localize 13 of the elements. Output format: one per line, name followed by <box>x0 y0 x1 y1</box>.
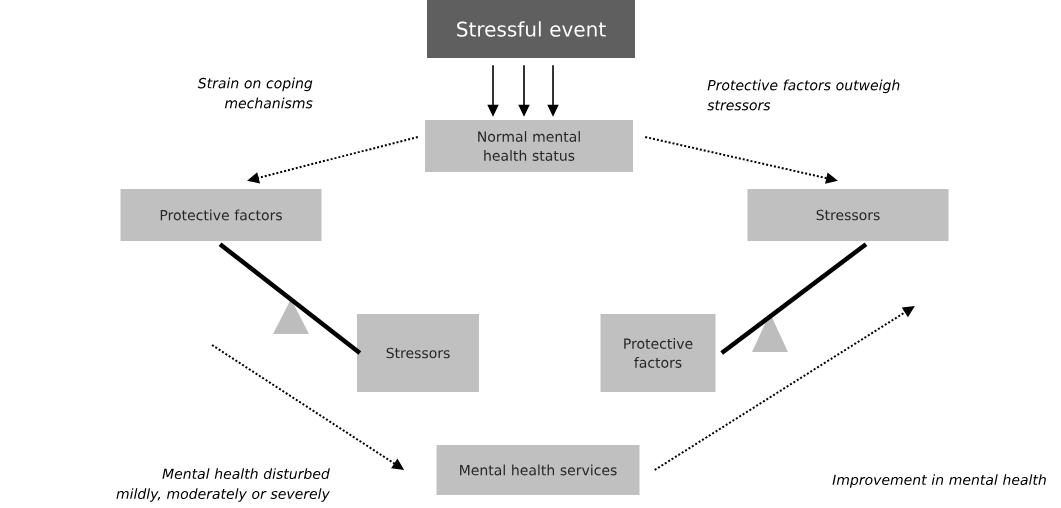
note-text: Strain on coping mechanisms <box>197 77 313 109</box>
note-text: Protective factors outweigh stressors <box>707 79 900 111</box>
event-box: Stressful event <box>427 0 635 58</box>
process-box: Mental health services <box>436 445 640 495</box>
balance-beam <box>720 242 868 355</box>
process-box: Protective factors <box>120 189 322 241</box>
note-text: Mental health disturbed mildly, moderately or severely <box>116 468 330 502</box>
note-text: Improvement in mental health <box>832 474 1046 488</box>
balance-beam <box>218 242 362 355</box>
process-box: Stressors <box>747 189 949 241</box>
process-box: Normal mental health status <box>425 120 633 172</box>
process-box: Protective factors <box>600 314 716 392</box>
process-box: Stressors <box>357 314 479 392</box>
